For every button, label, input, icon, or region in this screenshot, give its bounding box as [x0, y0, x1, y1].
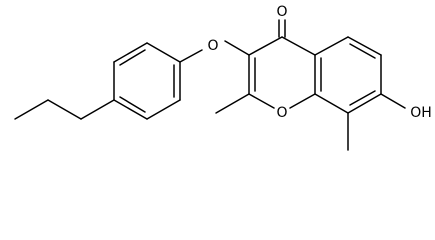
bond: [80, 99, 115, 120]
bond: [119, 96, 146, 113]
bond: [146, 42, 181, 63]
ring-oxygen-label: O: [276, 105, 287, 121]
bond: [314, 36, 349, 56]
bond: [119, 49, 146, 66]
bond: [349, 90, 376, 106]
bond: [146, 99, 181, 120]
bond: [289, 93, 316, 109]
bond: [314, 93, 349, 114]
carbonyl-oxygen-label: O: [276, 4, 287, 20]
structure-canvas: O O O OH: [14, 4, 432, 151]
bond: [281, 36, 316, 56]
bond: [47, 99, 82, 120]
bond: [224, 40, 250, 56]
ether-oxygen-label: O: [207, 38, 218, 54]
bond: [248, 36, 283, 56]
bond: [347, 93, 382, 114]
bond: [113, 42, 148, 63]
bond: [380, 93, 406, 109]
bond: [215, 93, 250, 114]
bond: [248, 93, 275, 109]
hydroxyl-label: OH: [410, 105, 432, 121]
bond: [347, 36, 382, 56]
molecule-structure: O O O OH: [14, 4, 432, 151]
bond: [349, 43, 376, 59]
bond: [14, 99, 49, 120]
bond: [113, 99, 148, 120]
bond: [179, 49, 203, 63]
